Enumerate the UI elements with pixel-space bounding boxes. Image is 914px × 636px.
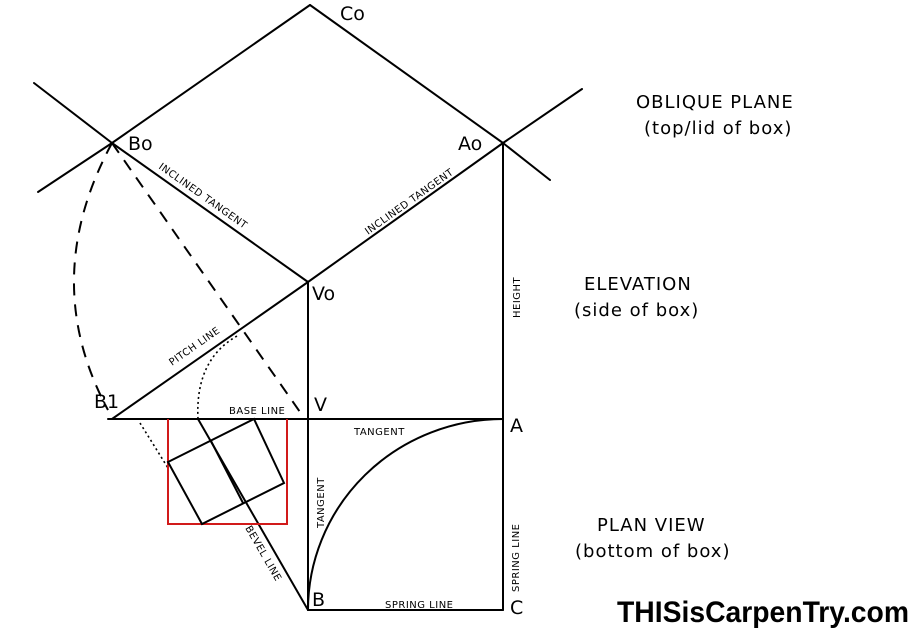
inclined-tangent-right-line <box>307 142 504 283</box>
label-a: A <box>510 415 523 437</box>
label-vo: Vo <box>312 283 335 305</box>
label-co: Co <box>340 3 365 25</box>
oblique-edge-bo-co <box>111 4 311 144</box>
dotted-line-b1 <box>139 422 169 469</box>
label-b1: B1 <box>94 391 119 413</box>
extension-line-bo-right <box>37 142 113 193</box>
label-b: B <box>312 589 325 611</box>
rotated-square-center-line <box>210 440 244 504</box>
bo-v-dashed-line <box>111 142 301 413</box>
label-inclined-tangent-right: INCLINED TANGENT <box>363 167 456 238</box>
rotated-square <box>166 417 286 526</box>
label-spring-line-bottom: SPRING LINE <box>385 600 454 611</box>
label-base-line: BASE LINE <box>229 406 285 417</box>
inclined-tangent-left-line <box>111 142 309 283</box>
elevation-subtitle: (side of box) <box>574 300 699 321</box>
label-v: V <box>314 394 327 416</box>
label-tangent-top: TANGENT <box>353 427 405 438</box>
label-c: C <box>510 597 523 619</box>
label-inclined-tangent-left: INCLINED TANGENT <box>156 161 249 231</box>
plan-view-subtitle: (bottom of box) <box>575 541 730 562</box>
oblique-plane-subtitle: (top/lid of box) <box>644 118 792 139</box>
label-spring-line-vertical: SPRING LINE <box>511 523 522 592</box>
plan-view-title: PLAN VIEW <box>597 515 706 536</box>
oblique-plane-title: OBLIQUE PLANE <box>636 92 794 113</box>
quarter-circle-curve <box>307 418 504 611</box>
bo-b1-arc <box>73 142 113 411</box>
extension-line-ao-up <box>502 88 583 144</box>
label-ao: Ao <box>458 133 482 155</box>
oblique-edge-co-ao <box>309 4 504 144</box>
dotted-arc <box>197 335 238 420</box>
extension-line-ao-down <box>502 142 551 181</box>
site-logo: THISisCarpenTry.com <box>617 596 909 629</box>
elevation-title: ELEVATION <box>584 274 692 295</box>
label-tangent-vertical: TANGENT <box>316 477 327 529</box>
label-height: HEIGHT <box>512 276 523 318</box>
bevel-box-red-outline <box>167 419 288 525</box>
label-bo: Bo <box>128 133 153 155</box>
extension-line-bo-left <box>33 82 113 144</box>
pitch-line <box>111 281 309 420</box>
